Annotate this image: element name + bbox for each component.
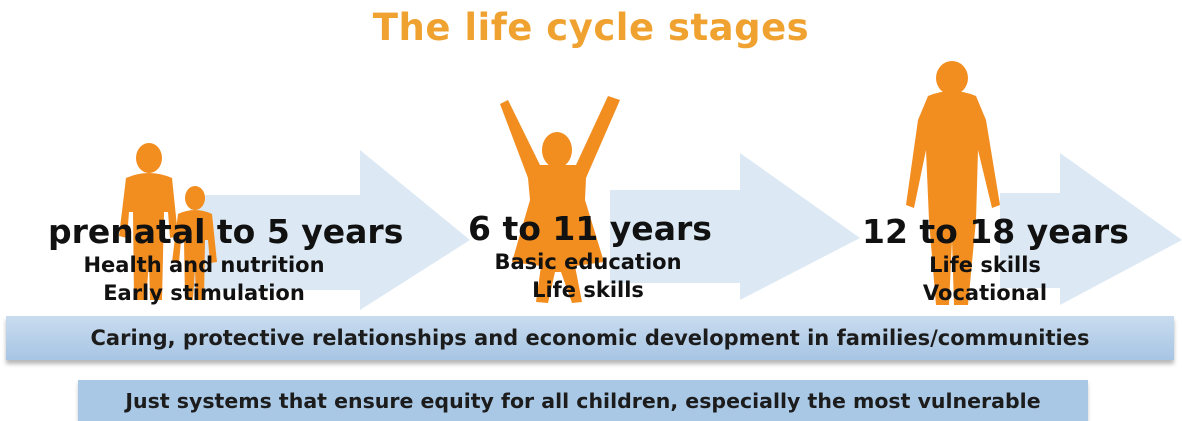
stage-prenatal-to-5: prenatal to 5 years Health and nutrition… (48, 212, 404, 307)
diagram-title: The life cycle stages (372, 6, 810, 49)
stage-1-arrow-shape (190, 150, 470, 310)
stage-item: Life skills (929, 253, 1041, 277)
adolescent-silhouette (906, 61, 1000, 305)
stage-6-to-11: 6 to 11 years Basic education Life skill… (468, 209, 712, 304)
families-communities-band: Caring, protective relationships and eco… (6, 316, 1174, 360)
girl-silhouette (500, 96, 620, 303)
stage-title: 6 to 11 years (468, 209, 712, 248)
stage-title: prenatal to 5 years (48, 212, 404, 251)
stage-item: Life skills (532, 278, 644, 302)
stage-item: Health and nutrition (83, 253, 325, 277)
stage-item: Vocational (922, 281, 1048, 305)
just-systems-band: Just systems that ensure equity for all … (78, 380, 1088, 421)
stage-title: 12 to 18 years (862, 212, 1129, 251)
stage-item: Early stimulation (103, 281, 305, 305)
children-silhouette (119, 143, 217, 300)
stage-item: Basic education (494, 250, 682, 274)
stage-2-arrow-shape (610, 153, 860, 300)
stage-12-to-18: 12 to 18 years Life skills Vocational (862, 212, 1129, 307)
stage-3-arrow-shape (1000, 153, 1182, 305)
